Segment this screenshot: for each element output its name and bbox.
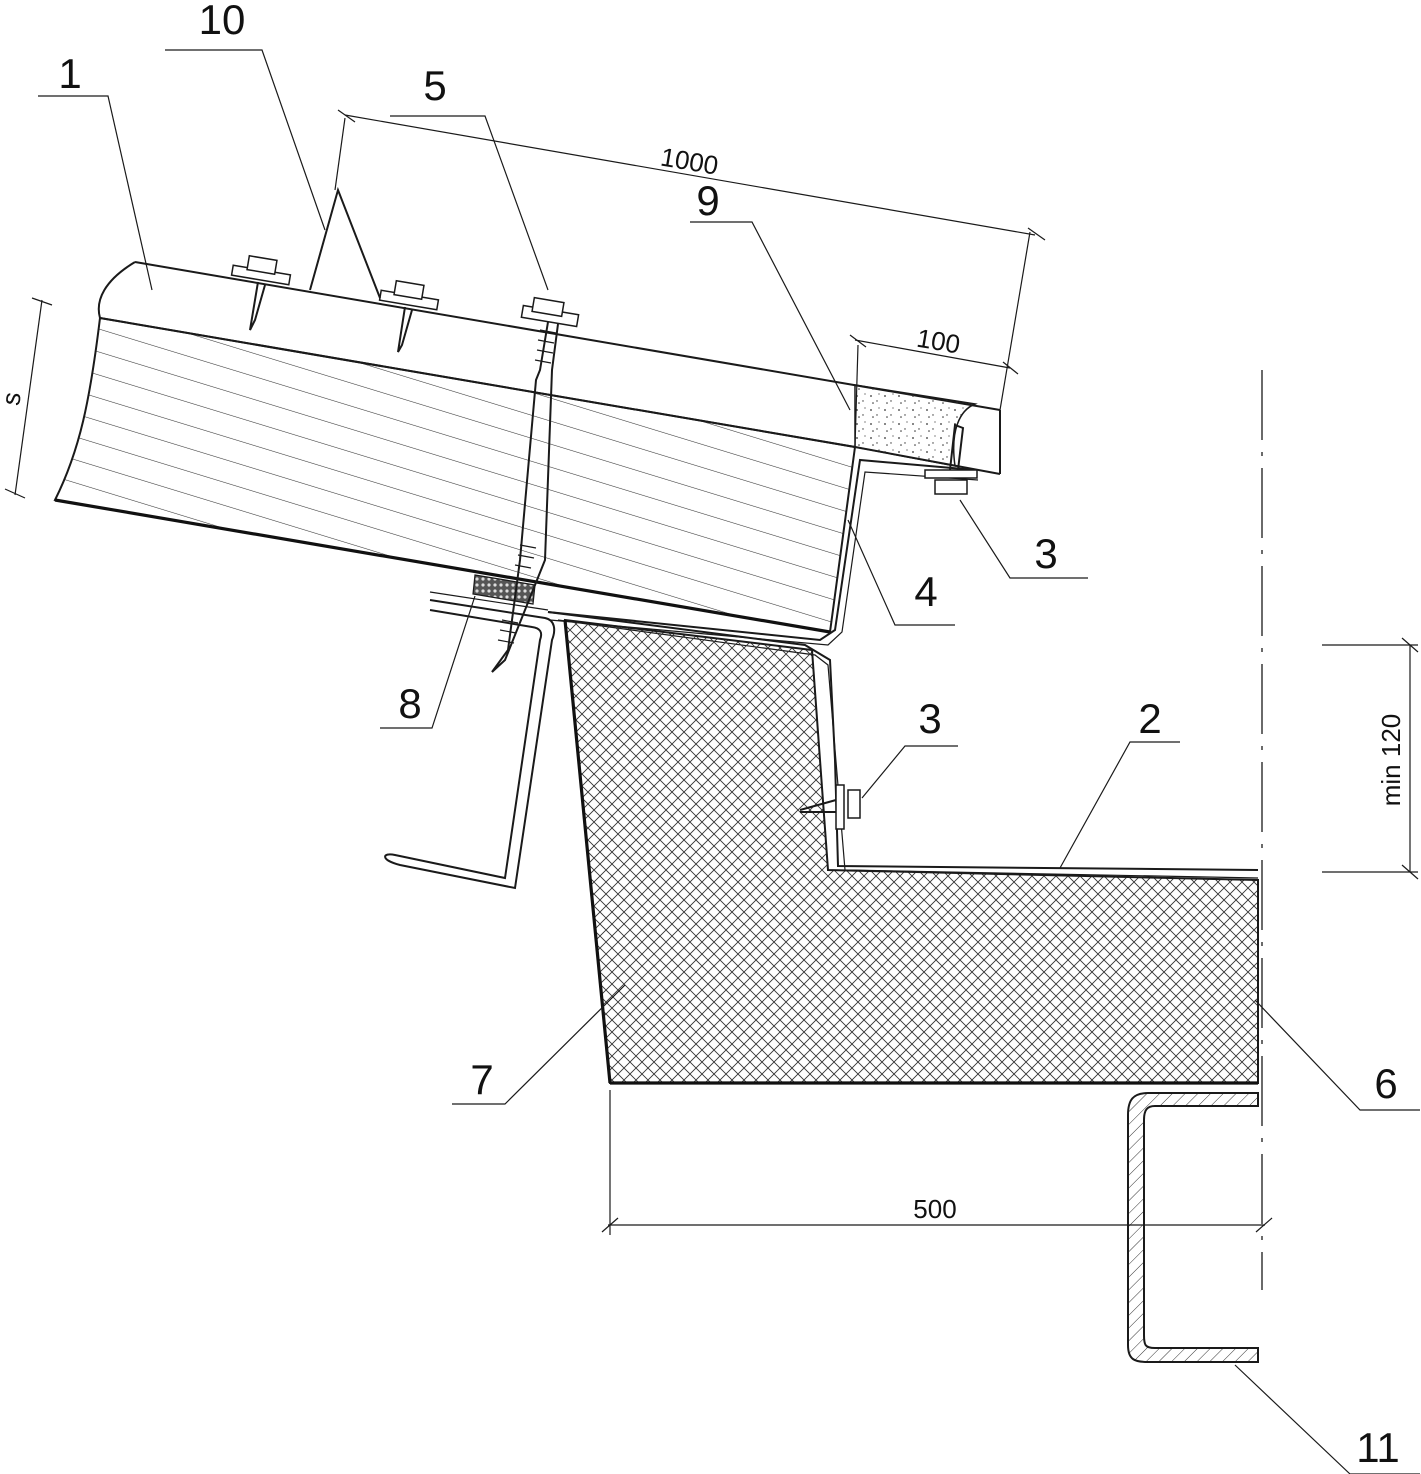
callout-2: 2 bbox=[1138, 695, 1161, 742]
dim-label-100: 100 bbox=[915, 323, 963, 360]
insulation-fill-6-7 bbox=[563, 618, 1259, 1084]
sealant-9 bbox=[854, 384, 978, 467]
gasket-8 bbox=[472, 574, 536, 605]
callout-5: 5 bbox=[423, 62, 446, 109]
dimension-500: 500 bbox=[601, 1090, 1273, 1235]
callout-4: 4 bbox=[914, 568, 937, 615]
leader-lines bbox=[38, 49, 1420, 1474]
support-bracket bbox=[384, 599, 556, 890]
callout-11: 11 bbox=[1356, 1424, 1400, 1471]
profile-2 bbox=[547, 611, 1259, 871]
fastener-panel-1 bbox=[230, 254, 292, 331]
ridge-flashing-4 bbox=[547, 458, 976, 642]
dimension-s: s bbox=[0, 297, 53, 499]
callout-7: 7 bbox=[470, 1056, 493, 1103]
fastener-3-top bbox=[924, 423, 978, 495]
dimension-min120: min 120 bbox=[1322, 637, 1419, 880]
fastener-panel-2 bbox=[378, 279, 440, 353]
callout-3-top: 3 bbox=[1034, 530, 1057, 577]
dimension-100: 100 bbox=[849, 323, 1019, 448]
ridge-cap-10 bbox=[309, 186, 381, 299]
fastener-5 bbox=[491, 296, 580, 673]
dim-label-min120: min 120 bbox=[1376, 714, 1406, 807]
dim-label-1000: 1000 bbox=[658, 142, 720, 181]
callout-6: 6 bbox=[1374, 1060, 1397, 1107]
dim-label-s: s bbox=[0, 390, 27, 407]
callout-8: 8 bbox=[398, 680, 421, 727]
dimension-1000: 1000 bbox=[334, 109, 1046, 411]
dim-label-500: 500 bbox=[913, 1194, 956, 1224]
fastener-3-side bbox=[799, 784, 861, 830]
callout-1: 1 bbox=[58, 50, 81, 97]
panel-bottom-sheet bbox=[54, 498, 831, 634]
purlin-11 bbox=[1127, 1092, 1259, 1363]
callout-9: 9 bbox=[696, 177, 719, 224]
callout-10: 10 bbox=[199, 0, 246, 43]
callout-3-side: 3 bbox=[918, 695, 941, 742]
